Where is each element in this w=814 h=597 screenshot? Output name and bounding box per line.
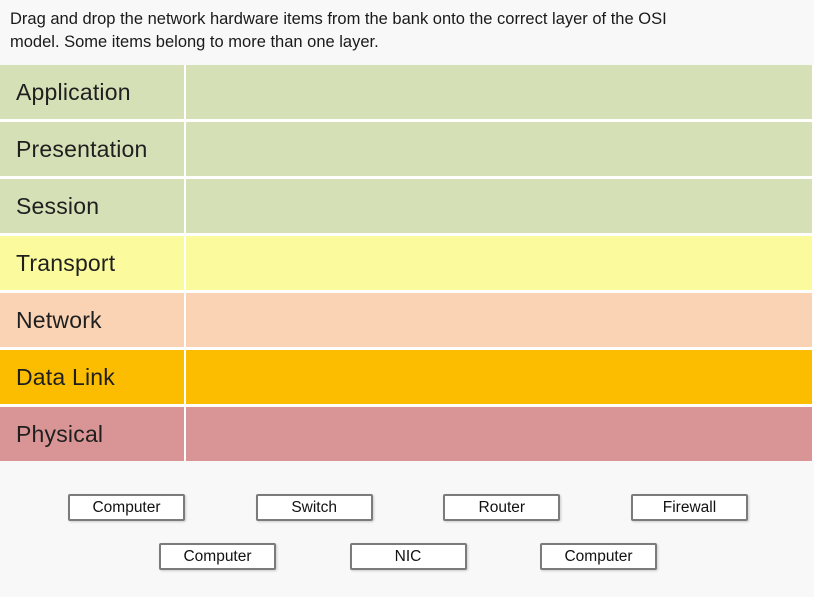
instructions-line-2: model. Some items belong to more than on…	[10, 33, 379, 51]
layer-row-transport: Transport	[0, 236, 814, 290]
instructions: Drag and drop the network hardware items…	[0, 0, 814, 54]
osi-model-table: Application Presentation Session Transpo…	[0, 65, 814, 461]
layer-row-session: Session	[0, 179, 814, 233]
layer-label-data-link: Data Link	[0, 350, 184, 404]
layer-row-application: Application	[0, 65, 814, 119]
layer-dropzone-application[interactable]	[186, 65, 812, 119]
layer-label-physical: Physical	[0, 407, 184, 461]
bank-item-computer-1[interactable]: Computer	[68, 494, 185, 521]
bank-item-computer-3[interactable]: Computer	[540, 543, 657, 570]
layer-dropzone-session[interactable]	[186, 179, 812, 233]
item-bank-row-2: Computer NIC Computer	[0, 543, 814, 570]
layer-label-transport: Transport	[0, 236, 184, 290]
layer-row-network: Network	[0, 293, 814, 347]
bank-item-router[interactable]: Router	[443, 494, 561, 521]
layer-dropzone-presentation[interactable]	[186, 122, 812, 176]
layer-row-presentation: Presentation	[0, 122, 814, 176]
layer-row-physical: Physical	[0, 407, 814, 461]
layer-label-network: Network	[0, 293, 184, 347]
layer-label-session: Session	[0, 179, 184, 233]
instructions-line-1: Drag and drop the network hardware items…	[10, 10, 667, 28]
layer-row-data-link: Data Link	[0, 350, 814, 404]
item-bank-row-1: Computer Switch Router Firewall	[0, 494, 814, 521]
bank-item-computer-2[interactable]: Computer	[159, 543, 276, 570]
item-bank: Computer Switch Router Firewall Computer…	[0, 494, 814, 570]
bank-item-switch[interactable]: Switch	[255, 494, 373, 521]
bank-item-firewall[interactable]: Firewall	[630, 494, 748, 521]
layer-dropzone-transport[interactable]	[186, 236, 812, 290]
bank-item-nic[interactable]: NIC	[349, 543, 467, 570]
layer-dropzone-network[interactable]	[186, 293, 812, 347]
layer-dropzone-physical[interactable]	[186, 407, 812, 461]
layer-label-application: Application	[0, 65, 184, 119]
layer-label-presentation: Presentation	[0, 122, 184, 176]
layer-dropzone-data-link[interactable]	[186, 350, 812, 404]
